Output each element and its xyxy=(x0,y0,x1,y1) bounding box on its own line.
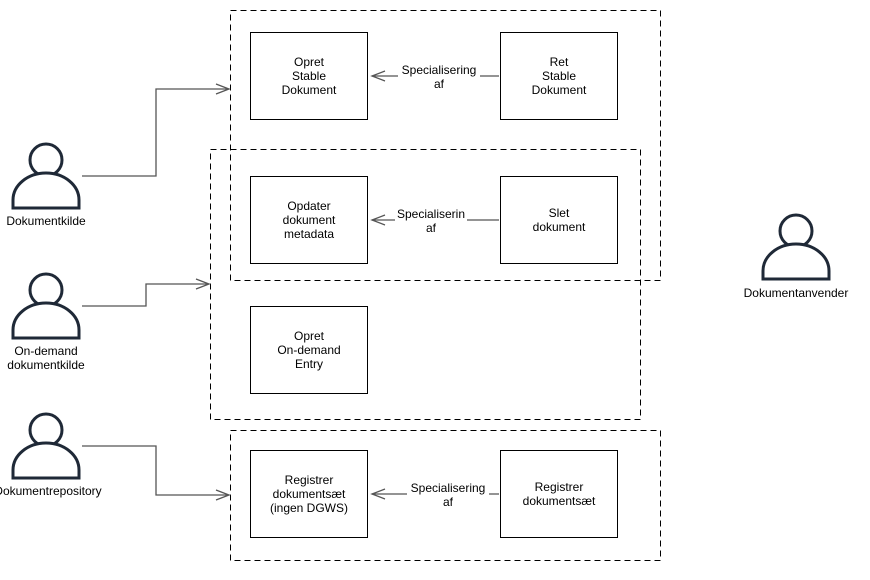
edge-label-specialisering-1: Specialisering af xyxy=(398,63,480,91)
arrowhead-repository xyxy=(215,489,231,501)
connector-repository xyxy=(82,445,228,496)
arrowhead-dokumentkilde xyxy=(215,83,231,95)
usecase-ret-stable-dokument[interactable]: Ret Stable Dokument xyxy=(500,32,618,120)
usecase-opret-stable-dokument[interactable]: Opret Stable Dokument xyxy=(250,32,368,120)
usecase-registrer-dokumentsaet-ingen-dgws[interactable]: Registrer dokumentsæt (ingen DGWS) xyxy=(250,450,368,538)
actor-label-dokumentanvender: Dokumentanvender xyxy=(743,286,849,300)
usecase-opret-ondemand-entry[interactable]: Opret On-demand Entry xyxy=(250,306,368,394)
edge-label-specialisering-3: Specialisering af xyxy=(407,481,489,509)
spec-arrowhead-2 xyxy=(370,214,386,226)
usecase-registrer-dokumentsaet[interactable]: Registrer dokumentsæt xyxy=(500,450,618,538)
group-stable xyxy=(230,10,661,281)
actor-label-ondemand-dokumentkilde: On-demand dokumentkilde xyxy=(7,344,85,372)
connector-ondemand xyxy=(82,283,208,307)
person-icon-repository xyxy=(11,412,81,480)
arrowhead-ondemand xyxy=(195,278,211,290)
actor-label-dokumentrepository: Dokumentrepository xyxy=(0,484,102,498)
person-icon-anvender xyxy=(761,213,831,281)
edge-label-specialisering-2: Specialiserin af xyxy=(395,207,467,235)
connector-dokumentkilde xyxy=(82,88,228,177)
person-icon-ondemand xyxy=(11,272,81,340)
actor-label-dokumentkilde: Dokumentkilde xyxy=(6,214,86,228)
person-icon-dokumentkilde xyxy=(11,142,81,210)
usecase-slet-dokument[interactable]: Slet dokument xyxy=(500,176,618,264)
group-ondemand xyxy=(210,149,641,420)
spec-arrowhead-1 xyxy=(370,70,386,82)
usecase-opdater-dokument-metadata[interactable]: Opdater dokument metadata xyxy=(250,176,368,264)
spec-arrowhead-3 xyxy=(370,488,386,500)
group-registrer xyxy=(230,430,661,561)
